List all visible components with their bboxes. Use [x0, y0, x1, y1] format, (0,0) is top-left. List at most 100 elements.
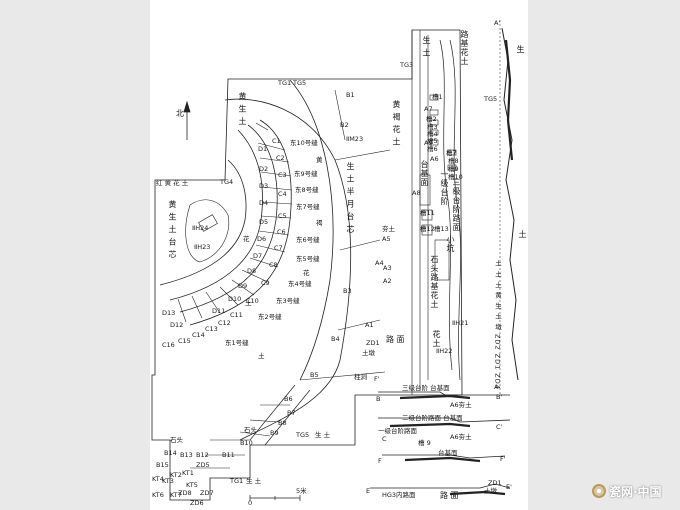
- drawing-sheet: 北 TG1 TG5 TG3 TG4 TG5 红 黄 花 土 黄 生 土 黄 生 …: [150, 0, 528, 510]
- channel-a: [439, 39, 453, 371]
- cell-d13: D13: [162, 309, 176, 317]
- label-bp: B': [496, 393, 503, 401]
- label-sec-b: 三级台阶 台基面: [402, 384, 450, 392]
- section-b: [378, 391, 510, 396]
- cell-d5: D5: [259, 218, 269, 226]
- cell-zd7: ZD7: [200, 489, 214, 497]
- vertical-section-fill: [504, 39, 514, 161]
- label-dong1: 东1号缝: [225, 339, 249, 347]
- cell-b10: B10: [240, 439, 253, 447]
- cell-kt7: KT7: [170, 491, 182, 499]
- label-dong2: 东2号缝: [258, 313, 282, 321]
- cell-zd5: ZD5: [196, 461, 210, 469]
- vertical-section: [501, 27, 519, 381]
- label-b: B: [376, 395, 381, 403]
- scale-bar: [249, 495, 301, 501]
- label-sanji-lumian: 三级台阶路面: [452, 178, 461, 232]
- cell-c11: C11: [230, 311, 243, 319]
- label-tg4: TG4: [220, 178, 234, 186]
- ring-divisions: [177, 122, 293, 323]
- ring-outer: [189, 119, 292, 326]
- section-e: [370, 483, 511, 489]
- label-sec-c-a: 一级台阶路面: [378, 427, 417, 435]
- label-cao3: 槽3: [427, 123, 438, 131]
- crescent-inner-arc: [289, 79, 334, 381]
- label-hangtu: 夯土: [382, 225, 395, 233]
- label-dong4: 东4号缝: [288, 280, 312, 288]
- label-m23: ⅡM23: [346, 135, 364, 143]
- cell-d10: D10: [228, 295, 242, 303]
- cell-zd8: ZD8: [178, 489, 192, 497]
- trench-strip: [411, 30, 429, 395]
- label-cao9: 槽9: [448, 165, 459, 173]
- watermark: 瓷网·中国: [592, 482, 662, 500]
- site-plan-drawing: [151, 20, 519, 501]
- watermark-text: 瓷网·中国: [609, 484, 662, 499]
- section-f-fill: [404, 456, 481, 463]
- cell-c3: C3: [278, 171, 287, 179]
- cell-c12: C12: [218, 319, 231, 327]
- section-f: [382, 454, 506, 459]
- cell-kt1: KT1: [182, 469, 194, 477]
- label-dong6: 东6号缝: [296, 236, 320, 244]
- label-scale0: 0: [248, 499, 253, 507]
- label-tg1: TG1: [278, 79, 292, 87]
- label-shitou: 石头: [170, 436, 183, 444]
- label-tg5: TG5: [293, 79, 307, 87]
- h24-pit: [198, 214, 218, 232]
- cell-a1: A1: [365, 321, 374, 329]
- cell-a3: A3: [383, 264, 392, 272]
- label-scale: 5米: [296, 487, 307, 495]
- cell-c5: C5: [278, 212, 287, 220]
- label-sec-a6: A6夯土: [450, 401, 472, 409]
- cell-kt2: KT2: [170, 471, 182, 479]
- label-cao7: 槽7: [446, 149, 457, 157]
- section-c: [378, 417, 511, 423]
- label-cao6: 槽6: [427, 145, 438, 153]
- label-right-tu: 土: [518, 230, 527, 239]
- cell-a6: A6: [430, 155, 439, 163]
- label-shitouluji: 石头路基花土: [430, 255, 439, 309]
- label-xiaokeng: 小坑: [446, 235, 455, 253]
- ring-mid: [179, 124, 278, 313]
- cell-kt4: KT4: [152, 475, 164, 483]
- cell-d12: D12: [170, 321, 184, 329]
- cell-c9: C9: [261, 279, 270, 287]
- cell-b8: B8: [278, 419, 287, 427]
- label-shengtu-top: 生 土: [422, 36, 431, 58]
- section-c-fill: [389, 422, 471, 428]
- label-h21: ⅡH21: [452, 319, 469, 327]
- cell-a9: A9: [424, 139, 433, 147]
- label-lujihuatu2: 花土: [432, 330, 441, 348]
- label-cao4: 槽4: [427, 130, 438, 138]
- label-ep: E': [506, 483, 512, 491]
- cell-b5: B5: [310, 371, 319, 379]
- cell-b12: B12: [196, 451, 209, 459]
- cell-a2: A2: [383, 277, 392, 285]
- label-sec-e-zd: ZD1: [488, 479, 502, 487]
- channel-b: [449, 39, 461, 381]
- label-zhudong: 柱洞: [354, 373, 367, 381]
- section-b-fill: [399, 394, 471, 400]
- crescent-outer-arc: [224, 98, 352, 441]
- cell-d1: D1: [258, 145, 268, 153]
- north-arrow-head: [183, 100, 191, 113]
- cell-c10: C10: [246, 297, 259, 305]
- label-zd1: ZD1: [366, 339, 380, 347]
- cell-d9: D9: [238, 282, 248, 290]
- label-cao5: 槽5: [427, 137, 438, 145]
- label-e: E: [366, 487, 371, 495]
- cell-b14: B14: [164, 449, 177, 457]
- cell-c6: C6: [277, 228, 286, 236]
- cell-d11: D11: [212, 307, 226, 315]
- label-c: C: [382, 435, 387, 443]
- label-tg5b: TG5: [484, 95, 498, 103]
- label-sec-e-tu: 土墩: [484, 487, 497, 495]
- cell-a5: A5: [382, 235, 391, 243]
- label-cao10: 槽10: [448, 173, 463, 181]
- cell-b7: B7: [287, 409, 296, 417]
- label-tg1-low: TG1: [230, 477, 244, 485]
- label-h24: ⅡH24: [192, 224, 209, 232]
- label-lumian: 路 面: [386, 335, 405, 344]
- lower-ramp: [249, 384, 311, 446]
